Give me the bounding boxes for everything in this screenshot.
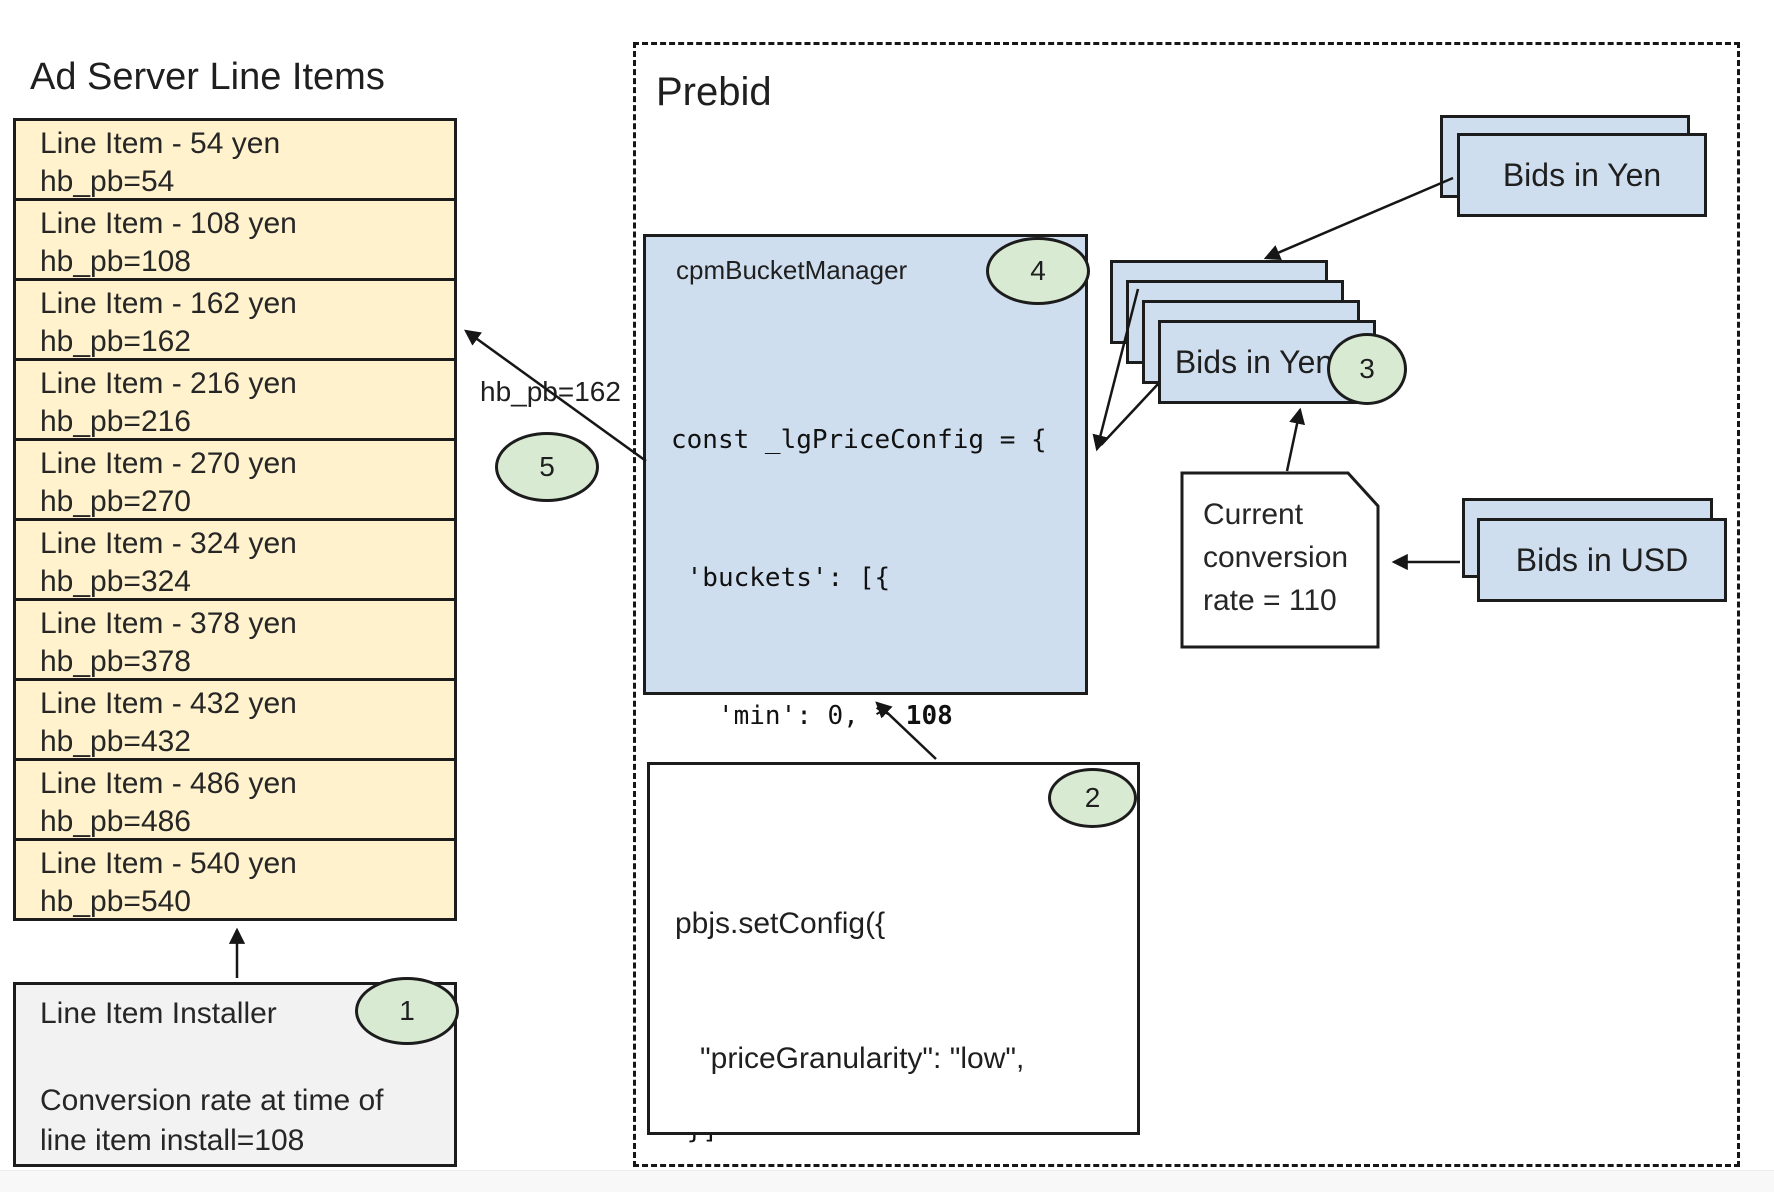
cpm-bucket-manager-label: cpmBucketManager [676, 255, 908, 285]
pbjs-setconfig-code: pbjs.setConfig({ "priceGranularity": "lo… [675, 907, 1025, 1192]
step-badge-4: 4 [986, 237, 1090, 305]
pbjs-setconfig-box: pbjs.setConfig({ "priceGranularity": "lo… [647, 762, 1140, 1192]
step-badge-5: 5 [495, 432, 599, 502]
prebid-title: Prebid [656, 70, 772, 114]
installer-title: Line Item Installer [40, 997, 277, 1030]
step-badge-2: 2 [1048, 768, 1137, 828]
step-badge-3: 3 [1327, 333, 1407, 405]
hb-pb-arrow-label: hb_pb=162 [480, 376, 621, 407]
ad-server-title: Ad Server Line Items [30, 56, 385, 98]
conversion-note-shape [1180, 471, 1380, 649]
bids-in-usd-card: Bids in USD [1477, 518, 1727, 602]
bids-in-yen-incoming-card: Bids in Yen [1457, 133, 1707, 217]
step-badge-1: 1 [355, 977, 459, 1045]
bottom-strip [0, 1170, 1774, 1192]
installer-note: Conversion rate at time of line item ins… [40, 1084, 384, 1157]
prebid-frame [633, 42, 1740, 1167]
conversion-note-text: Current conversion rate = 110 [1203, 498, 1349, 617]
